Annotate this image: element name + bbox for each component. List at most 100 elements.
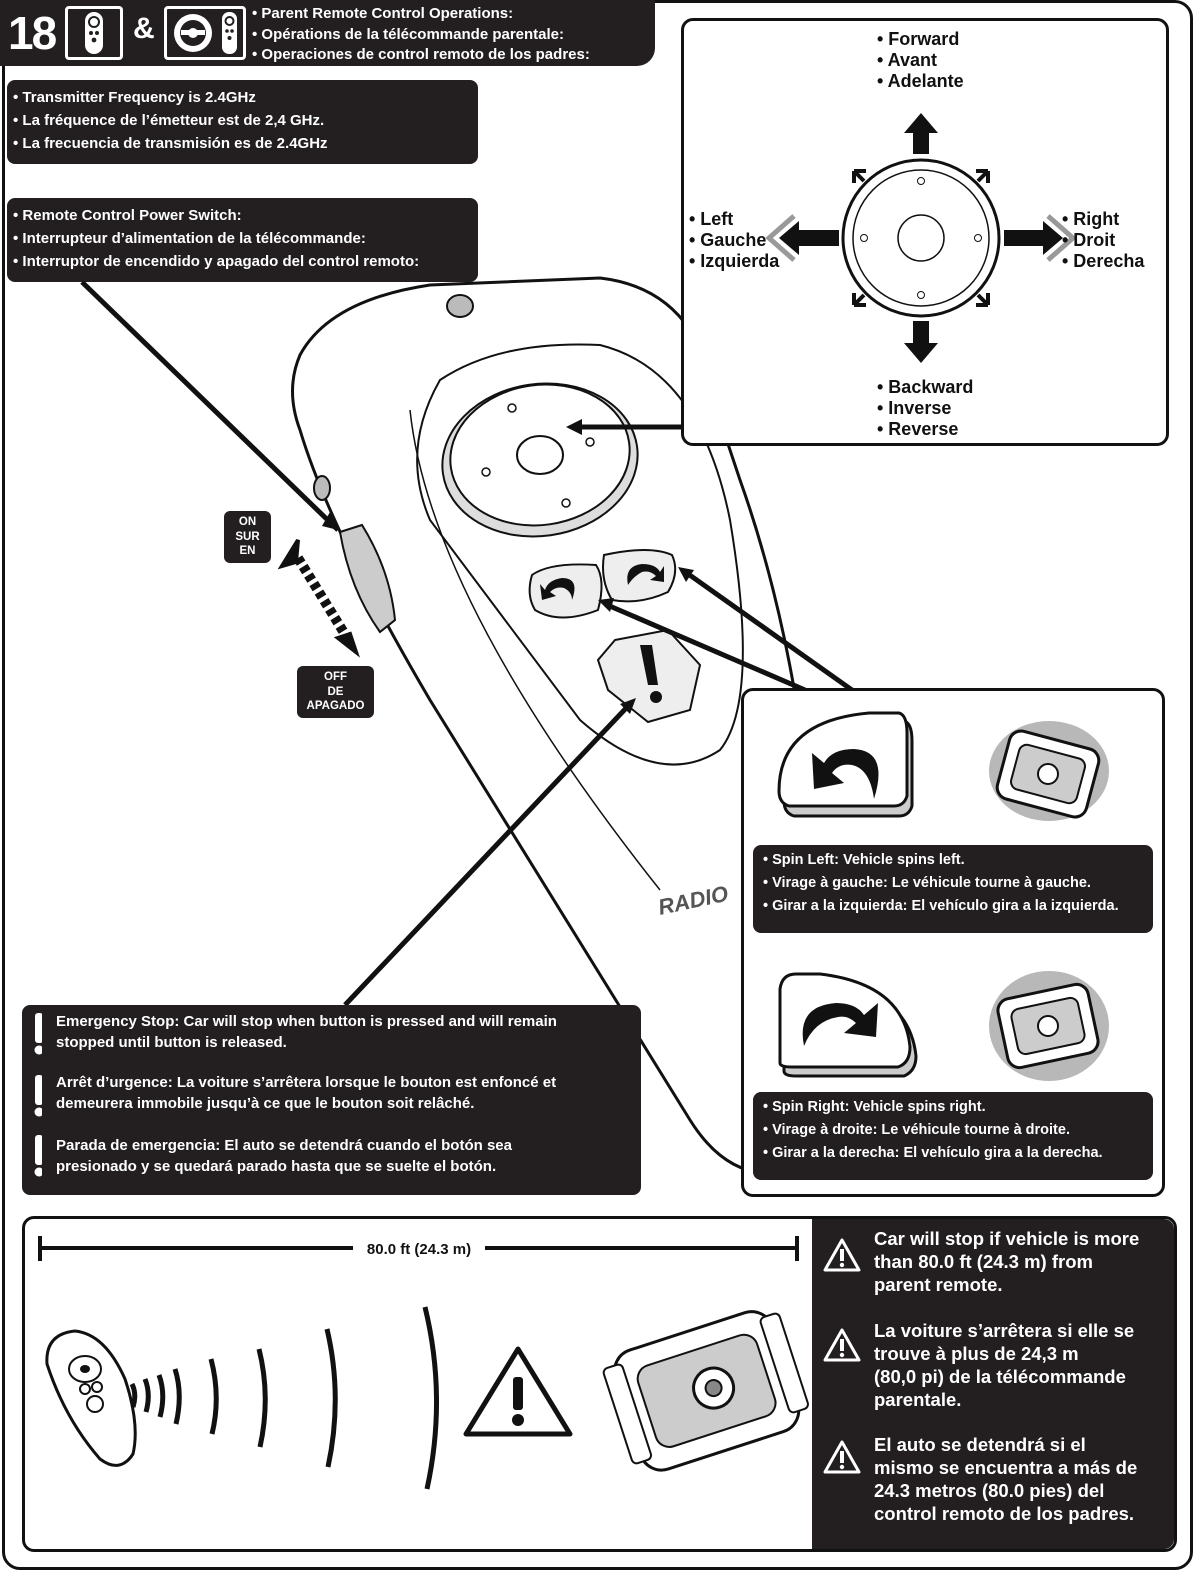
direction-panel: • Forward • Avant • Adelante • Left • Ga…	[681, 18, 1169, 446]
power-switch-box: • Remote Control Power Switch: • Interru…	[7, 198, 478, 282]
header-bar: 18 & • Parent Remote Control Operations:…	[0, 0, 655, 66]
direction-text: • Reverse	[877, 419, 959, 439]
range-warning-line: trouve à plus de 24,3 m	[874, 1343, 1079, 1364]
header-title-line: • Opérations de la télécommande parental…	[252, 25, 565, 43]
exclamation-icon	[34, 1075, 42, 1117]
direction-right: • Right • Droit • Derecha	[1062, 209, 1144, 272]
direction-text: • Adelante	[877, 71, 964, 91]
step-number: 18	[8, 7, 57, 59]
vehicle-icon	[989, 721, 1109, 821]
range-warning-en: Car will stop if vehicle is more than 80…	[874, 1227, 1139, 1296]
direction-text: • Backward	[877, 377, 974, 397]
range-warning-line: parentale.	[874, 1389, 962, 1410]
signal-waves-icon	[129, 1306, 439, 1490]
range-warning-line: than 80.0 ft (24.3 m) from	[874, 1251, 1093, 1272]
range-warning-line: El auto se detendrá si el	[874, 1434, 1086, 1455]
direction-text: • Izquierda	[689, 251, 780, 271]
spin-left-line: • Virage à gauche: Le véhicule tourne à …	[763, 875, 1091, 891]
steering-remote-icon	[164, 6, 246, 60]
emergency-line: Parada de emergencia: El auto se detendr…	[56, 1137, 512, 1154]
arrow-down-icon	[904, 321, 938, 363]
emergency-line: Arrêt d’urgence: La voiture s’arrêtera l…	[56, 1074, 557, 1091]
range-diagram: 80.0 ft (24.3 m)	[38, 1236, 809, 1490]
switch-on-text: ON	[238, 516, 257, 528]
direction-forward: • Forward • Avant • Adelante	[877, 29, 964, 92]
spin-right-box: • Spin Right: Vehicle spins right. • Vir…	[753, 1092, 1153, 1180]
direction-text: • Gauche	[689, 230, 767, 250]
frequency-line: • La fréquence de l’émetteur est de 2,4 …	[13, 112, 325, 129]
power-switch-line: • Remote Control Power Switch:	[13, 207, 242, 224]
range-warning-line: mismo se encuentra a más de	[874, 1457, 1138, 1478]
frequency-line: • La frecuencia de transmisión es de 2.4…	[13, 135, 328, 152]
direction-text: • Derecha	[1062, 251, 1145, 271]
range-warning-line: parent remote.	[874, 1274, 1003, 1295]
spin-left-icon	[777, 711, 914, 818]
emergency-line: Emergency Stop: Car will stop when butto…	[56, 1013, 557, 1030]
spin-left-line: • Girar a la izquierda: El vehículo gira…	[763, 898, 1119, 914]
vehicle-icon	[989, 971, 1109, 1081]
switch-on-text: SUR	[235, 530, 260, 543]
direction-backward: • Backward • Inverse • Reverse	[877, 377, 973, 440]
header-title-line: • Operaciones de control remoto de los p…	[252, 46, 590, 63]
range-warning-fr: La voiture s’arrêtera si elle se trouve …	[874, 1319, 1134, 1411]
spin-right-line: • Spin Right: Vehicle spins right.	[763, 1099, 986, 1115]
spin-left-box: • Spin Left: Vehicle spins left. • Virag…	[753, 845, 1153, 933]
remote-icon	[65, 6, 123, 60]
range-warning-line: La voiture s’arrêtera si elle se	[874, 1320, 1135, 1341]
emergency-paragraph-fr: Arrêt d’urgence: La voiture s’arrêtera l…	[56, 1072, 556, 1114]
direction-text: • Forward	[877, 29, 960, 49]
spin-right-line: • Girar a la derecha: El vehículo gira a…	[763, 1145, 1103, 1161]
arrow-up-icon	[904, 113, 938, 154]
range-warning-line: (80,0 pi) de la télécommande	[874, 1366, 1126, 1387]
power-switch-line: • Interrupteur d’alimentation de la télé…	[13, 230, 366, 247]
direction-text: • Droit	[1062, 230, 1116, 250]
direction-text: • Right	[1062, 209, 1120, 229]
arrow-right-icon	[1004, 214, 1077, 262]
header-title-line: • Parent Remote Control Operations:	[252, 5, 514, 22]
switch-on-label: ON SUR EN	[224, 511, 271, 563]
range-warning-line: 24.3 metros (80.0 pies) del	[874, 1480, 1105, 1501]
emergency-paragraph-en: Emergency Stop: Car will stop when butto…	[56, 1011, 557, 1053]
warning-icon	[823, 1238, 861, 1272]
warning-icon	[823, 1328, 861, 1362]
emergency-stop-box: Emergency Stop: Car will stop when butto…	[22, 1005, 641, 1195]
warning-icon	[823, 1440, 861, 1474]
direction-text: • Left	[689, 209, 734, 229]
emergency-line: stopped until button is released.	[56, 1034, 287, 1051]
exclamation-icon	[34, 1013, 42, 1055]
direction-left: • Left • Gauche • Izquierda	[689, 209, 779, 272]
direction-text: • Avant	[877, 50, 937, 70]
range-warning-line: Car will stop if vehicle is more	[874, 1228, 1140, 1249]
spin-right-icon	[778, 972, 918, 1078]
warning-icon	[463, 1346, 573, 1437]
dpad-diagram	[765, 113, 1077, 363]
spin-left-button-illustration	[528, 563, 603, 619]
arrow-left-icon	[765, 214, 839, 262]
vehicle-icon	[602, 1310, 809, 1472]
ampersand: &	[133, 12, 155, 45]
spin-right-line: • Virage à droite: Le véhicule tourne à …	[763, 1122, 1070, 1138]
power-switch-arrow	[277, 538, 360, 658]
direction-text: • Inverse	[877, 398, 952, 418]
emergency-line: demeurera immobile jusqu’à ce que le bou…	[56, 1095, 475, 1112]
range-warning-line: control remoto de los padres.	[874, 1503, 1135, 1524]
spin-right-button-illustration	[602, 549, 677, 603]
range-warning-box: Car will stop if vehicle is more than 80…	[812, 1219, 1174, 1549]
switch-on-text: EN	[239, 545, 256, 557]
switch-off-text: DE	[327, 685, 344, 698]
remote-icon	[45, 1329, 137, 1467]
spin-illustrations	[777, 711, 1109, 1081]
emergency-paragraph-es: Parada de emergencia: El auto se detendr…	[56, 1135, 512, 1177]
exclamation-icon	[34, 1135, 42, 1177]
switch-off-text: OFF	[324, 671, 347, 683]
emergency-line: presionado y se quedará parado hasta que…	[56, 1158, 497, 1175]
frequency-box: • Transmitter Frequency is 2.4GHz • La f…	[7, 80, 478, 164]
switch-off-text: APAGADO	[306, 700, 365, 712]
range-distance-label: 80.0 ft (24.3 m)	[367, 1241, 471, 1258]
header-title: • Parent Remote Control Operations: • Op…	[252, 4, 590, 66]
spin-left-line: • Spin Left: Vehicle spins left.	[763, 852, 965, 868]
power-switch-line: • Interruptor de encendido y apagado del…	[13, 253, 420, 270]
frequency-line: • Transmitter Frequency is 2.4GHz	[13, 89, 256, 106]
switch-off-label: OFF DE APAGADO	[297, 666, 374, 718]
